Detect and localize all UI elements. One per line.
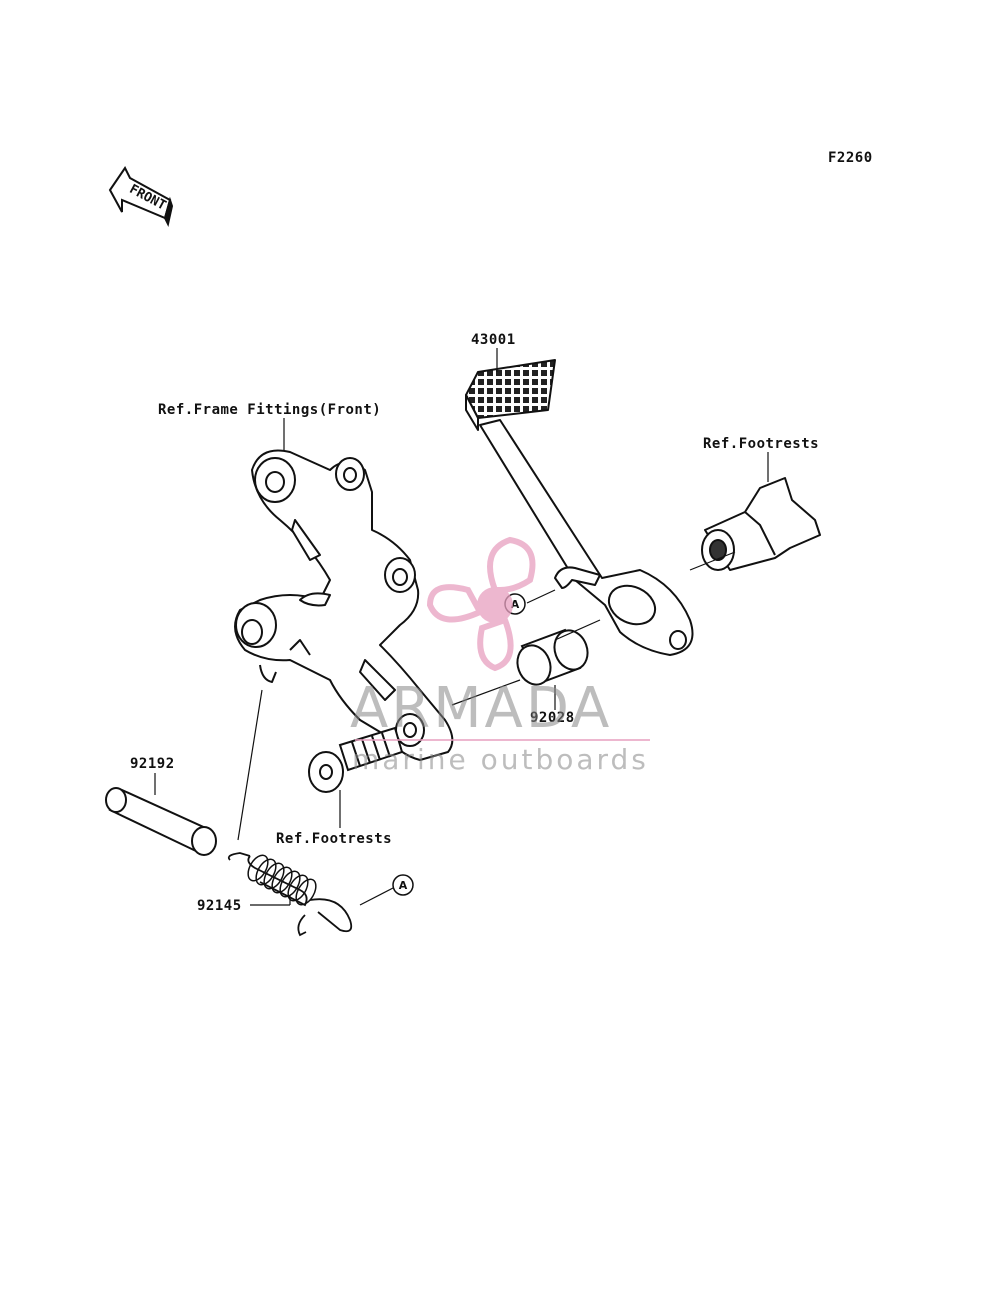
bolt (308, 726, 404, 793)
frame-fitting-bracket (234, 449, 454, 761)
armada-propeller-logo (355, 536, 650, 741)
ref-frame-fittings[interactable]: Ref.Frame Fittings(Front) (158, 402, 382, 418)
connector-a-lower: A (392, 874, 414, 896)
ref-footrests-top[interactable]: Ref.Footrests (703, 436, 820, 452)
leader-lines (154, 348, 769, 906)
collar-92028 (516, 628, 589, 686)
part-number-92028[interactable]: 92028 (530, 710, 575, 726)
part-number-92145[interactable]: 92145 (197, 898, 242, 914)
ref-footrests-bottom[interactable]: Ref.Footrests (276, 831, 393, 847)
spring-92145 (227, 852, 353, 937)
svg-text:A: A (511, 598, 520, 611)
part-number-43001[interactable]: 43001 (471, 332, 516, 348)
part-number-92192[interactable]: 92192 (130, 756, 175, 772)
watermark-brand: ARMADA (350, 676, 613, 741)
watermark-tagline: marine outboards (352, 743, 649, 776)
sleeve-92192 (105, 787, 217, 856)
figure-code: F2260 (828, 150, 873, 166)
front-arrow-icon: FRONT (108, 166, 174, 227)
pedal-43001 (465, 359, 694, 656)
footrest-peg (701, 477, 821, 571)
svg-text:A: A (399, 879, 408, 892)
